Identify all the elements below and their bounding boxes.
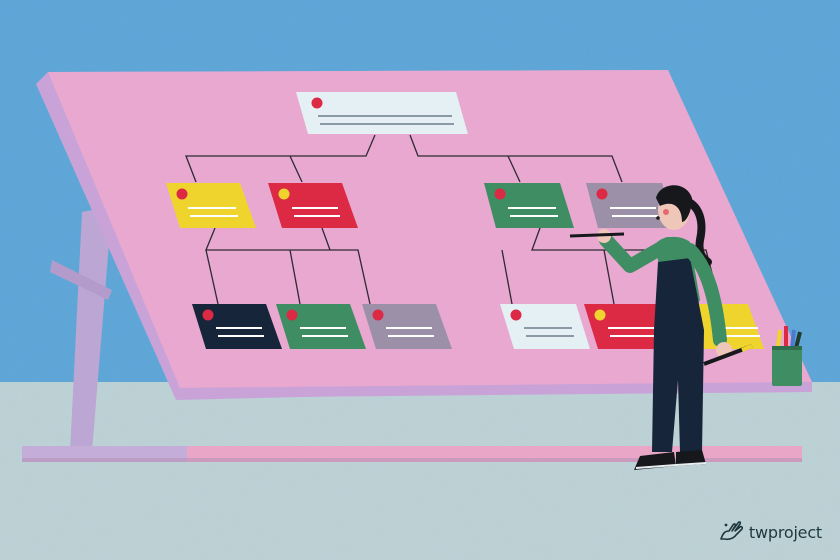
org-chart-cards <box>166 92 764 349</box>
card-gray-level3 <box>362 304 452 349</box>
person-drawing <box>569 185 753 470</box>
card-white-level3 <box>500 304 590 349</box>
pencil-cup <box>772 326 802 386</box>
card-gray-level2 <box>586 183 676 228</box>
card-yellow-level3 <box>690 304 764 349</box>
org-chart-connectors <box>185 134 721 305</box>
card-green-level2 <box>484 183 574 228</box>
easel <box>22 206 802 462</box>
card-root <box>296 92 468 134</box>
brand-name: twproject <box>748 523 822 542</box>
card-red-level3 <box>584 304 674 349</box>
hand-logo-icon <box>719 519 745 546</box>
brand-logo: twproject <box>719 519 822 546</box>
card-red-level2 <box>268 183 358 228</box>
card-navy-level3 <box>192 304 282 349</box>
card-yellow-level2 <box>166 183 256 228</box>
card-green-level3 <box>276 304 366 349</box>
